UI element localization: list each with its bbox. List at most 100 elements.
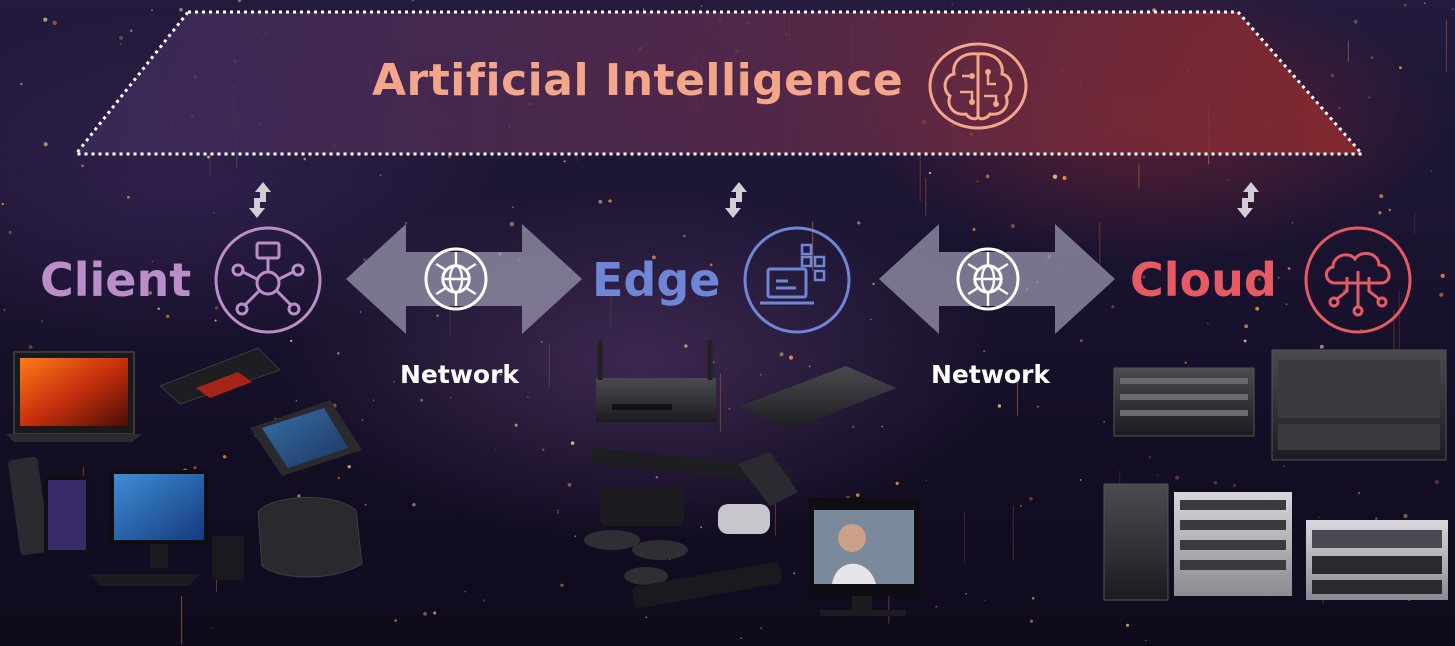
star-dot xyxy=(851,425,855,429)
star-dot xyxy=(81,164,84,168)
star-dot xyxy=(214,319,217,322)
star-dot xyxy=(1019,504,1022,507)
star-dot xyxy=(700,5,703,7)
star-dot xyxy=(642,8,645,10)
star-dot xyxy=(363,258,367,262)
star-dot xyxy=(740,637,742,639)
star-dot xyxy=(433,611,437,615)
star-dot xyxy=(347,465,351,469)
star-dot xyxy=(213,211,215,214)
star-dot xyxy=(645,616,648,619)
star-dot xyxy=(393,381,395,383)
star-dot xyxy=(976,180,979,183)
star-dot xyxy=(43,142,48,147)
star-dot xyxy=(379,174,382,177)
star-dot xyxy=(1243,339,1247,343)
star-dot xyxy=(709,263,713,267)
star-dot xyxy=(290,339,293,342)
star-dot xyxy=(712,361,715,364)
star-dot xyxy=(540,340,543,343)
star-dot xyxy=(985,174,990,179)
star-dot xyxy=(1399,66,1402,70)
star-dot xyxy=(148,291,153,295)
bidirectional-arrow-icon xyxy=(725,182,747,218)
star-dot xyxy=(394,619,397,622)
bidirectional-arrow-icon xyxy=(249,182,271,218)
star-dot xyxy=(1379,194,1384,199)
star-dot xyxy=(3,308,6,311)
star-dot xyxy=(129,29,133,33)
star-dot xyxy=(684,344,688,348)
edge-devices xyxy=(584,340,920,616)
star-dot xyxy=(423,611,427,616)
star-dot xyxy=(1434,480,1439,485)
star-dot xyxy=(651,255,656,260)
star-dot xyxy=(372,399,375,402)
star-dot xyxy=(1403,3,1407,7)
tier-label-edge: Edge xyxy=(592,253,721,307)
star-dot xyxy=(1036,405,1039,408)
star-dot xyxy=(1213,481,1218,485)
star-dot xyxy=(1378,211,1382,215)
star-dot xyxy=(1052,174,1058,179)
star-dot xyxy=(556,511,559,514)
star-dot xyxy=(560,583,564,588)
ai-title: Artificial Intelligence xyxy=(372,55,904,106)
star-dot xyxy=(972,228,976,231)
star-dot xyxy=(207,155,210,159)
tier-label-client: Client xyxy=(40,253,192,307)
star-dot xyxy=(122,269,124,272)
star-dot xyxy=(1184,361,1187,364)
star-dot xyxy=(436,314,439,317)
star-dot xyxy=(1319,344,1324,349)
star-dot xyxy=(655,476,658,479)
star-dot xyxy=(1111,305,1115,309)
star-dot xyxy=(759,373,762,376)
star-dot xyxy=(1338,107,1341,110)
star-dot xyxy=(151,260,154,263)
star-dot xyxy=(856,493,860,497)
star-dot xyxy=(557,509,559,512)
star-dot xyxy=(361,418,364,421)
star-dot xyxy=(166,314,170,318)
bidirectional-arrow-icon xyxy=(1237,182,1259,218)
star-dot xyxy=(1029,379,1031,382)
star-dot xyxy=(1142,275,1146,279)
laptop-data-icon xyxy=(743,226,851,334)
star-dot xyxy=(1291,221,1294,224)
star-dot xyxy=(337,476,340,480)
star-dot xyxy=(1375,517,1378,520)
star-dot xyxy=(1010,224,1015,229)
star-dot xyxy=(570,441,575,445)
star-dot xyxy=(541,448,545,452)
star-dot xyxy=(760,627,763,630)
star-dot xyxy=(872,282,875,286)
star-dot xyxy=(119,43,122,46)
star-dot xyxy=(1207,322,1209,325)
star-dot xyxy=(779,352,784,357)
star-dot xyxy=(447,155,451,159)
star-dot xyxy=(808,365,811,368)
cloud-devices xyxy=(1103,349,1448,601)
star-dot xyxy=(1440,273,1445,279)
star-dot xyxy=(870,318,872,321)
star-dot xyxy=(157,307,160,311)
star-dot xyxy=(1423,2,1426,5)
star-dot xyxy=(793,572,796,575)
network-hub-icon xyxy=(214,226,322,334)
star-dot xyxy=(563,160,566,163)
star-dot xyxy=(1029,619,1034,623)
star-dot xyxy=(1244,324,1249,329)
star-dot xyxy=(420,398,424,402)
star-dot xyxy=(295,399,298,402)
star-dot xyxy=(1227,179,1229,182)
network-label: Network xyxy=(931,360,1051,389)
star-dot xyxy=(1403,513,1408,519)
star-dot xyxy=(20,82,23,86)
star-dot xyxy=(1283,465,1285,467)
star-dot xyxy=(43,17,48,22)
client-devices xyxy=(6,347,363,586)
star-dot xyxy=(303,157,306,161)
star-dot xyxy=(1062,175,1067,181)
star-dot xyxy=(494,449,496,451)
